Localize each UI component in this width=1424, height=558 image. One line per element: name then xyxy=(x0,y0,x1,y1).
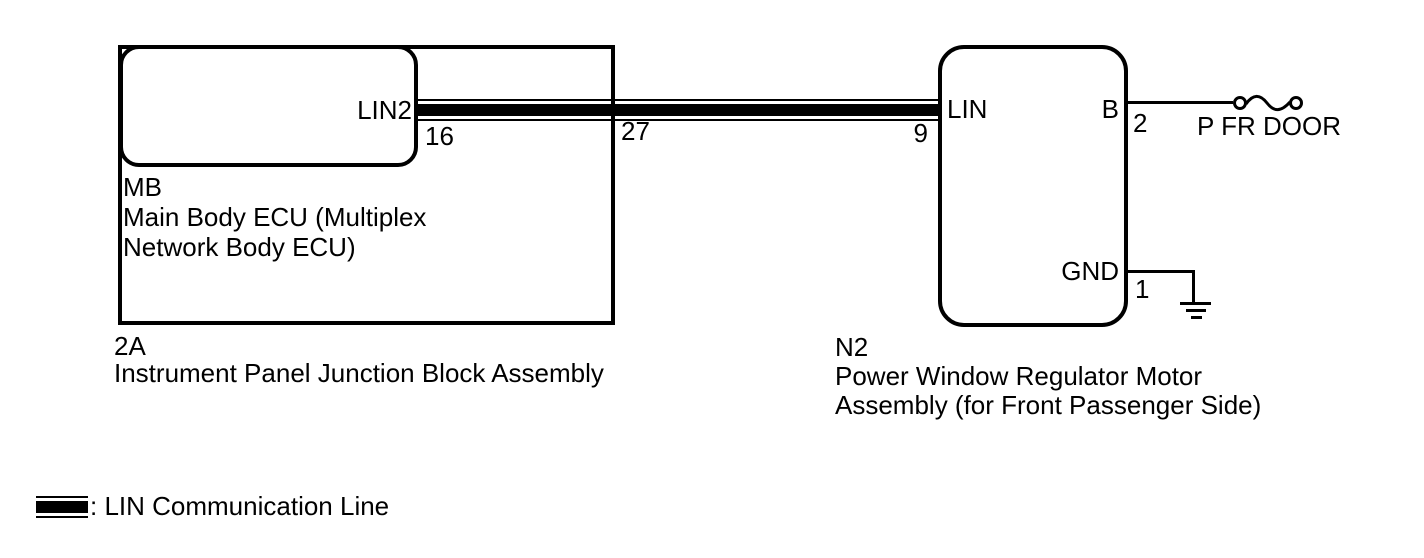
pin-number-16: 16 xyxy=(425,121,454,151)
terminal-label-gnd: GND xyxy=(1061,256,1119,286)
motor-assembly-name-line: Assembly (for Front Passenger Side) xyxy=(835,390,1262,420)
motor-assembly-box xyxy=(938,45,1128,327)
legend-swatch-bottom-stroke xyxy=(36,516,88,518)
main-body-ecu-box xyxy=(119,45,418,167)
legend-label: : LIN Communication Line xyxy=(90,491,390,521)
motor-assembly-code: N2 xyxy=(835,332,869,362)
junction-block-caption: 2A Instrument Panel Junction Block Assem… xyxy=(114,333,604,387)
motor-assembly-name-line: Power Window Regulator Motor xyxy=(835,361,1203,391)
gnd-terminal-wire-drop xyxy=(1192,270,1195,303)
b-terminal-wire xyxy=(1127,101,1233,104)
terminal-label-lin2: LIN2 xyxy=(357,95,412,125)
lin-communication-line xyxy=(417,99,940,121)
junction-block-code: 2A xyxy=(114,331,146,361)
gnd-terminal-wire xyxy=(1127,270,1195,273)
terminal-label-lin: LIN xyxy=(947,94,988,124)
lin-line-legend-swatch xyxy=(36,496,88,518)
terminal-label-b: B xyxy=(1101,94,1119,124)
junction-block-name: Instrument Panel Junction Block Assembly xyxy=(114,358,604,388)
motor-assembly-caption: N2 Power Window Regulator Motor Assembly… xyxy=(835,333,1261,420)
pin-number-9: 9 xyxy=(913,118,928,148)
ground-bar-short xyxy=(1191,316,1202,319)
lin-line-top-stroke xyxy=(417,99,940,101)
ecu-name-line: Main Body ECU (Multiplex xyxy=(123,202,427,232)
pin-number-1: 1 xyxy=(1135,274,1150,304)
pin-number-2: 2 xyxy=(1133,108,1148,138)
pin-number-27: 27 xyxy=(621,116,650,146)
main-body-ecu-caption: MB Main Body ECU (Multiplex Network Body… xyxy=(123,172,426,262)
ecu-code: MB xyxy=(123,172,162,202)
connector-circle-icon xyxy=(1289,96,1303,110)
ecu-name-line: Network Body ECU) xyxy=(123,232,356,262)
lin-line-band xyxy=(417,104,940,116)
door-connector-label: P FR DOOR xyxy=(1197,111,1341,141)
lin-line-bottom-stroke xyxy=(417,119,940,121)
legend-swatch-top-stroke xyxy=(36,496,88,498)
legend-swatch-band xyxy=(36,501,88,513)
ground-bar-mid xyxy=(1186,309,1206,312)
connector-squiggle-icon xyxy=(1245,94,1291,112)
ground-bar-long xyxy=(1180,302,1211,305)
